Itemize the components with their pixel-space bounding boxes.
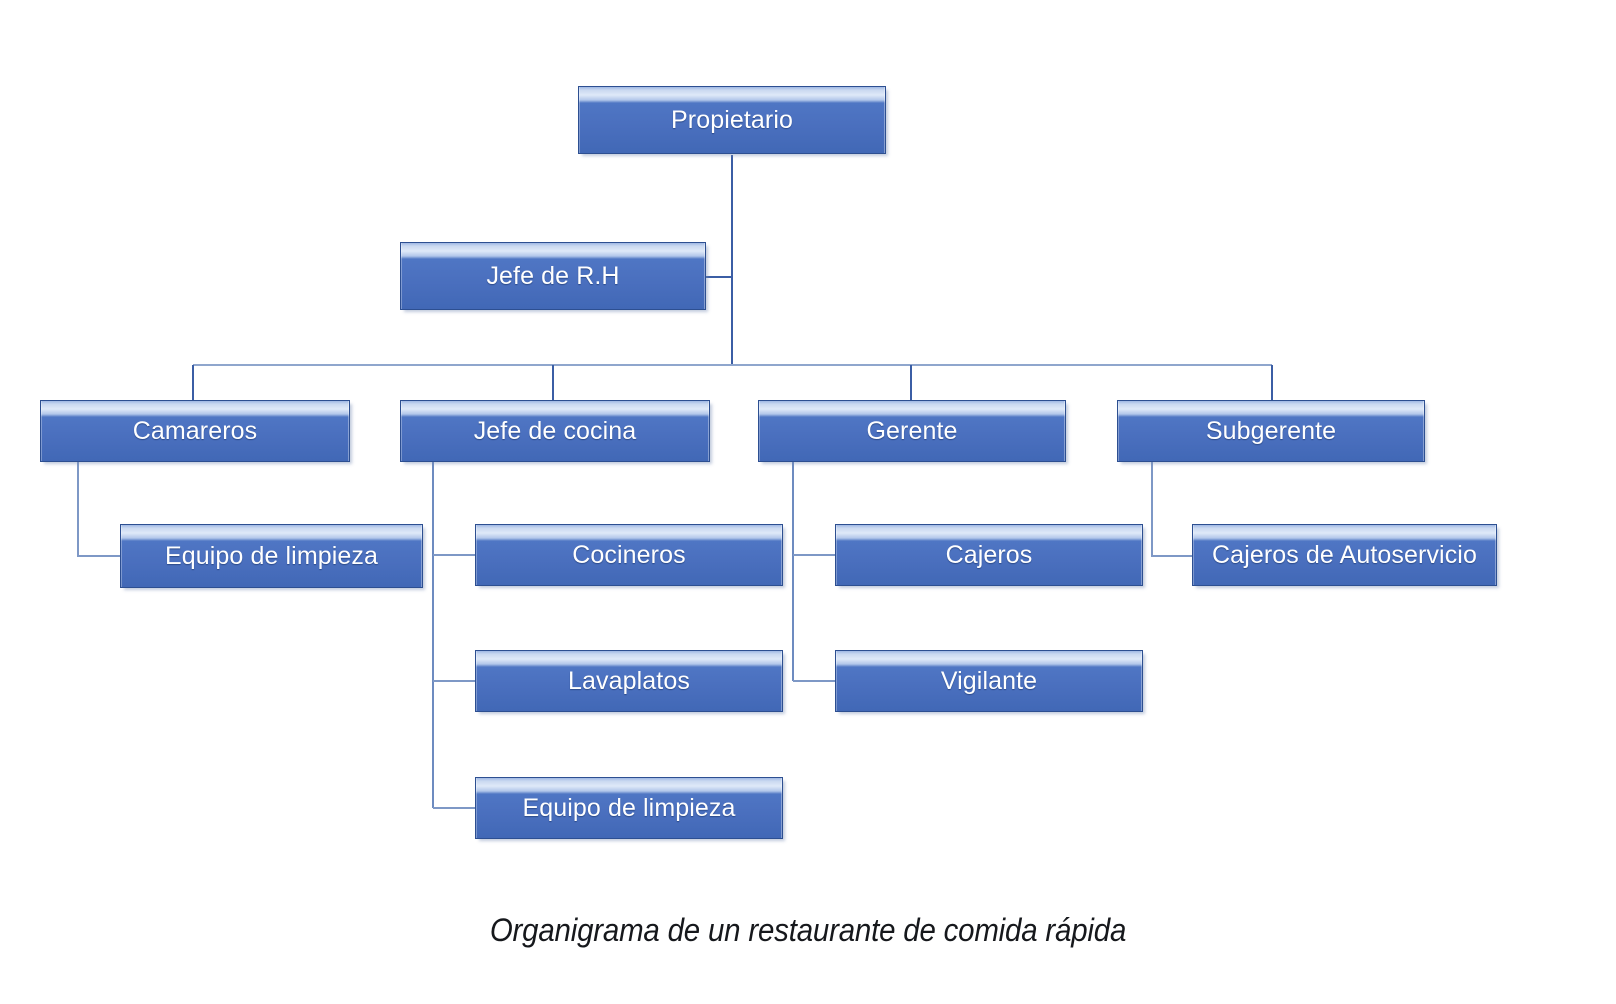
- clipped-top-text-fragment: [0, 0, 1616, 4]
- node-label: Propietario: [671, 105, 793, 134]
- node-lavaplatos[interactable]: Lavaplatos: [475, 650, 783, 712]
- node-label: Cajeros: [945, 540, 1033, 569]
- node-label: Camareros: [132, 416, 258, 445]
- node-cocineros[interactable]: Cocineros: [475, 524, 783, 586]
- node-label: Gerente: [866, 416, 958, 445]
- chart-caption: Organigrama de un restaurante de comida …: [489, 912, 1127, 948]
- node-label: Jefe de cocina: [473, 416, 637, 445]
- node-cajeros[interactable]: Cajeros: [835, 524, 1143, 586]
- node-jefe-de-cocina[interactable]: Jefe de cocina: [400, 400, 710, 462]
- node-camareros[interactable]: Camareros: [40, 400, 350, 462]
- node-gerente[interactable]: Gerente: [758, 400, 1066, 462]
- node-subgerente[interactable]: Subgerente: [1117, 400, 1425, 462]
- node-label: Subgerente: [1205, 416, 1337, 445]
- node-propietario[interactable]: Propietario: [578, 86, 886, 154]
- node-cajeros-de-autoservicio[interactable]: Cajeros de Autoservicio: [1192, 524, 1497, 586]
- node-label: Cajeros de Autoservicio: [1212, 540, 1477, 569]
- node-label: Lavaplatos: [568, 666, 690, 695]
- node-label: Cocineros: [572, 540, 686, 569]
- node-jefe-de-rh[interactable]: Jefe de R.H: [400, 242, 706, 310]
- node-vigilante[interactable]: Vigilante: [835, 650, 1143, 712]
- node-label: Equipo de limpieza: [522, 793, 736, 822]
- node-equipo-de-limpieza-camareros[interactable]: Equipo de limpieza: [120, 524, 423, 588]
- node-label: Equipo de limpieza: [164, 541, 379, 570]
- node-equipo-de-limpieza-cocina[interactable]: Equipo de limpieza: [475, 777, 783, 839]
- node-label: Jefe de R.H: [486, 261, 620, 290]
- node-label: Vigilante: [940, 666, 1038, 695]
